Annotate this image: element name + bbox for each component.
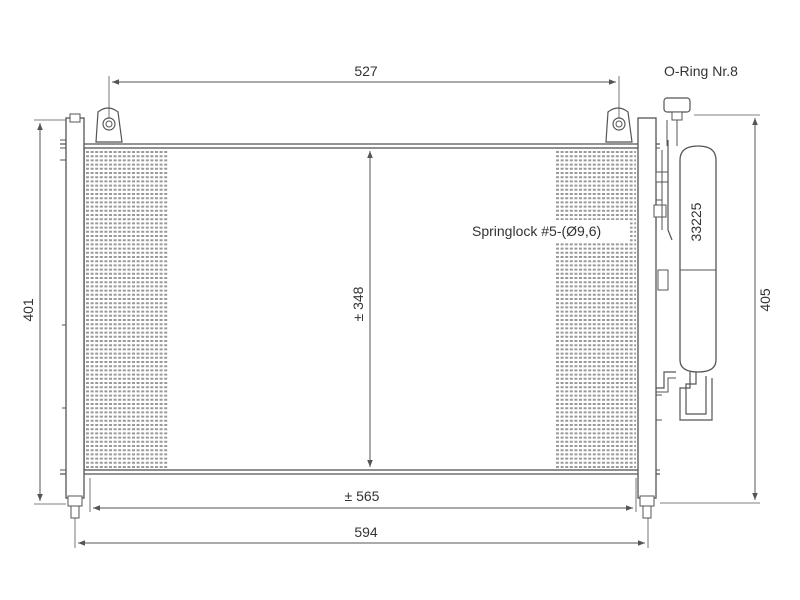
left-header-tank bbox=[60, 113, 85, 519]
springlock-callout: Springlock #5-(Ø9,6) bbox=[470, 220, 630, 242]
dim-core-height: ± 348 bbox=[350, 151, 373, 467]
dim-top-width: 527 bbox=[108, 63, 620, 118]
part-number-label: 33225 bbox=[688, 202, 704, 241]
dim-right-height: 405 bbox=[660, 114, 773, 504]
dim-core-height-label: ± 348 bbox=[350, 286, 366, 321]
dim-core-width: ± 565 bbox=[89, 478, 637, 512]
dim-top-width-label: 527 bbox=[354, 63, 378, 79]
dim-left-height-label: 401 bbox=[20, 298, 36, 322]
part-number-callout: 33225 bbox=[686, 190, 706, 250]
dim-right-height-label: 405 bbox=[757, 288, 773, 312]
mount-bracket-right bbox=[605, 107, 633, 143]
dim-overall-width: 594 bbox=[74, 518, 649, 548]
dim-overall-width-label: 594 bbox=[354, 524, 378, 540]
dim-left-height: 401 bbox=[20, 119, 66, 505]
right-header-tank bbox=[637, 117, 662, 519]
oring-label: O-Ring Nr.8 bbox=[664, 63, 738, 79]
receiver-drier bbox=[653, 97, 717, 421]
springlock-label: Springlock #5-(Ø9,6) bbox=[472, 223, 601, 239]
dim-core-width-label: ± 565 bbox=[345, 488, 380, 504]
fin-block-right bbox=[556, 151, 636, 468]
